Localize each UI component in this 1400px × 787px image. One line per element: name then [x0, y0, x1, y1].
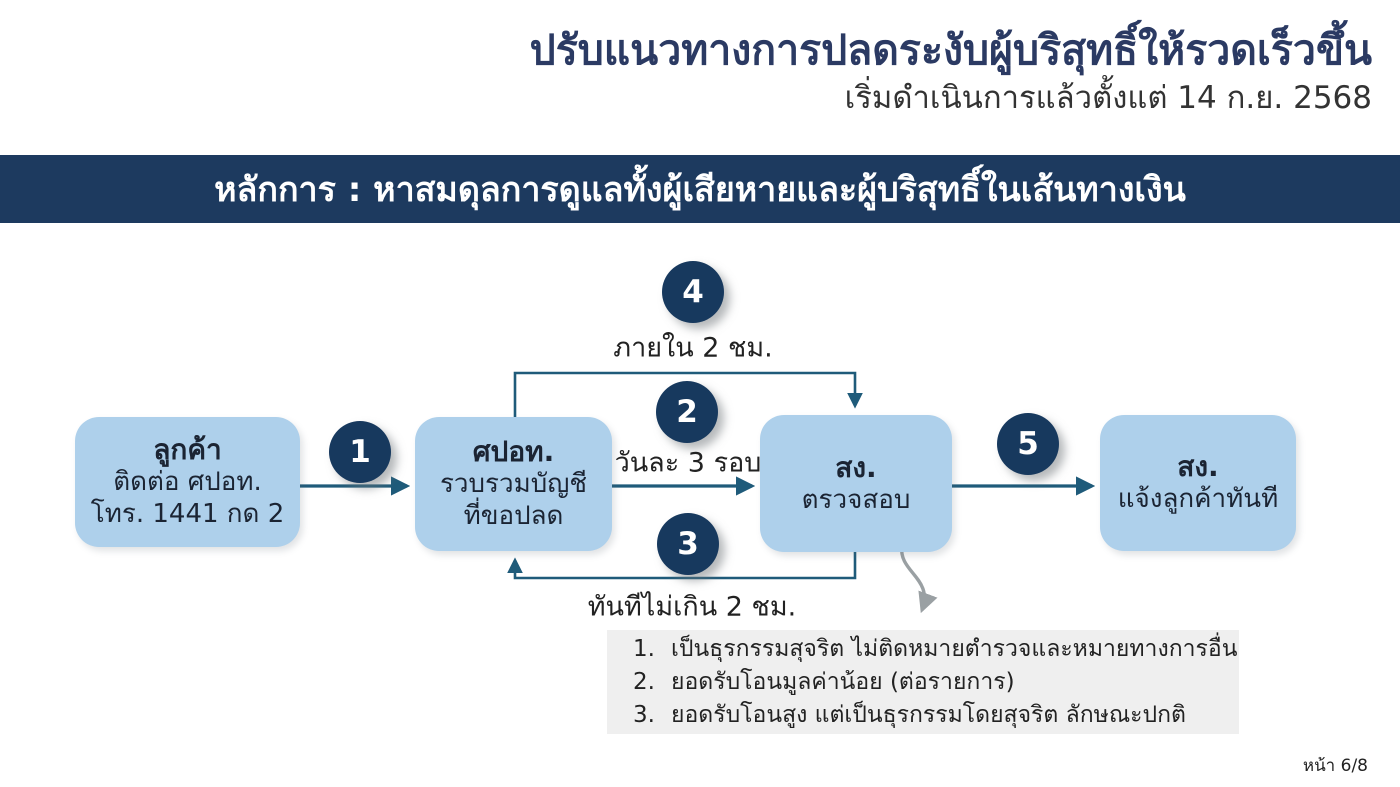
- flow-box-bank-notify-title: สง.: [1177, 450, 1219, 484]
- slide-header: ปรับแนวทางการปลดระงับผู้บริสุทธิ์ให้รวดเ…: [0, 24, 1372, 118]
- principle-banner-text: หลักการ : หาสมดุลการดูแลทั้งผู้เสียหายแล…: [214, 170, 1186, 210]
- flow-box-aoc-title: ศปอท.: [472, 435, 555, 469]
- criteria-item-number: 3.: [633, 701, 655, 728]
- flow-box-bank-check-title: สง.: [835, 450, 877, 484]
- step-circle-1: 1: [329, 421, 391, 483]
- flow-box-aoc-line: รวบรวมบัญชี: [439, 469, 588, 500]
- flow-box-customer: ลูกค้า ติดต่อ ศปอท. โทร. 1441 กด 2: [75, 417, 300, 547]
- flow-box-customer-title: ลูกค้า: [153, 433, 222, 467]
- flow-box-bank-notify-line: แจ้งลูกค้าทันที: [1117, 484, 1279, 515]
- step-label-4: ภายใน 2 ชม.: [613, 332, 773, 364]
- criteria-item: 3. ยอดรับโอนสูง แต่เป็นธุรกรรมโดยสุจริต …: [633, 699, 1239, 732]
- step-circle-2: 2: [656, 381, 718, 443]
- step-circle-4: 4: [662, 261, 724, 323]
- page-subtitle: เริ่มดำเนินการแล้วตั้งแต่ 14 ก.ย. 2568: [844, 80, 1372, 117]
- criteria-item-number: 1.: [633, 635, 655, 662]
- step-circle-5: 5: [997, 413, 1059, 475]
- step-label-2: วันละ 3 รอบ: [614, 447, 762, 479]
- criteria-item-text: ยอดรับโอนมูลค่าน้อย (ต่อรายการ): [671, 668, 1015, 695]
- criteria-item: 2. ยอดรับโอนมูลค่าน้อย (ต่อรายการ): [633, 666, 1239, 699]
- flow-box-customer-line: ติดต่อ ศปอท.: [113, 467, 262, 498]
- flow-box-bank-check-line: ตรวจสอบ: [801, 484, 911, 515]
- page-title: ปรับแนวทางการปลดระงับผู้บริสุทธิ์ให้รวดเ…: [529, 26, 1372, 74]
- criteria-item-text: ยอดรับโอนสูง แต่เป็นธุรกรรมโดยสุจริต ลัก…: [671, 701, 1186, 728]
- flow-box-aoc-line: ที่ขอปลด: [463, 501, 564, 532]
- step-label-3: ทันทีไม่เกิน 2 ชม.: [587, 591, 797, 623]
- flow-box-aoc-collect: ศปอท. รวบรวมบัญชี ที่ขอปลด: [415, 417, 612, 551]
- flow-box-bank-check: สง. ตรวจสอบ: [760, 415, 952, 552]
- flow-box-customer-line: โทร. 1441 กด 2: [90, 499, 285, 530]
- step-circle-3: 3: [657, 513, 719, 575]
- flow-box-bank-notify: สง. แจ้งลูกค้าทันที: [1100, 415, 1296, 551]
- criteria-item-text: เป็นธุรกรรมสุจริต ไม่ติดหมายตำรวจและหมาย…: [671, 635, 1238, 662]
- criteria-item-number: 2.: [633, 668, 655, 695]
- criteria-item: 1. เป็นธุรกรรมสุจริต ไม่ติดหมายตำรวจและห…: [633, 633, 1239, 666]
- principle-banner: หลักการ : หาสมดุลการดูแลทั้งผู้เสียหายแล…: [0, 155, 1400, 223]
- arrow-note-pointer: [900, 545, 938, 614]
- page-number: หน้า 6/8: [1302, 756, 1368, 776]
- criteria-note-box: 1. เป็นธุรกรรมสุจริต ไม่ติดหมายตำรวจและห…: [607, 630, 1239, 734]
